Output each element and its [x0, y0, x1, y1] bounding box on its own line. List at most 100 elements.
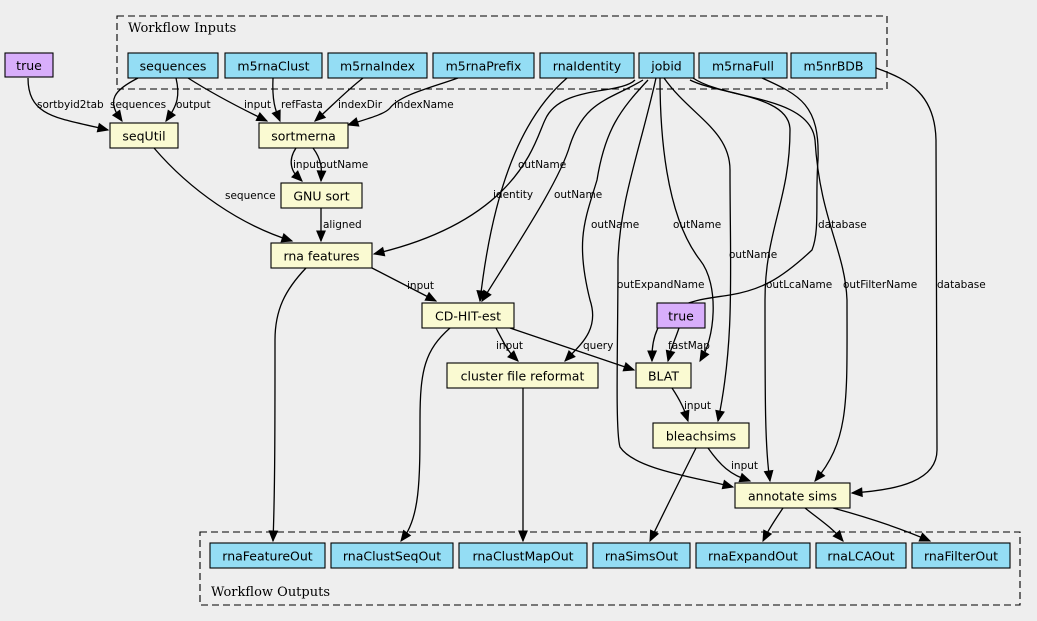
- constant-node-box[interactable]: [656, 302, 706, 329]
- node-rnaClustMapOut[interactable]: rnaClustMapOut: [458, 542, 588, 569]
- arrowhead-icon: [291, 170, 303, 182]
- node-rnafeatures[interactable]: rna features: [270, 242, 373, 269]
- arrowhead-icon: [715, 409, 725, 423]
- cluster-workflow-inputs: Workflow Inputs: [116, 15, 888, 90]
- node-annotate[interactable]: annotate sims: [734, 482, 851, 509]
- node-true1[interactable]: true: [4, 52, 54, 78]
- edge-label: outName: [518, 159, 566, 171]
- arrowhead-icon: [622, 361, 636, 372]
- node-m5nrBDB[interactable]: m5nrBDB: [790, 52, 877, 79]
- edge-line: [564, 79, 649, 362]
- arrowhead-icon: [314, 110, 327, 122]
- edge-label: input: [293, 159, 320, 171]
- step-node-box[interactable]: [446, 362, 599, 389]
- node-blat[interactable]: BLAT: [635, 362, 692, 389]
- step-node-box[interactable]: [109, 122, 179, 149]
- edge-sequences-to-seqUtil: [111, 77, 139, 123]
- output-node-box[interactable]: [592, 542, 691, 569]
- input-node-box[interactable]: [432, 52, 535, 79]
- arrowhead-icon: [814, 469, 826, 483]
- arrowhead-icon: [165, 109, 177, 123]
- edge-line: [373, 79, 636, 255]
- input-node-box[interactable]: [698, 52, 788, 79]
- step-node-box[interactable]: [270, 242, 373, 269]
- node-bleachsims[interactable]: bleachsims: [652, 422, 750, 449]
- arrowhead-icon: [699, 349, 710, 363]
- output-node-box[interactable]: [458, 542, 588, 569]
- step-node-box[interactable]: [258, 122, 349, 149]
- node-label: true: [668, 309, 694, 324]
- edge-label: input: [244, 99, 271, 111]
- output-node-box[interactable]: [209, 542, 326, 569]
- edge-m5rnaClust-to-sortmerna: [271, 77, 281, 123]
- node-rnaIdentity[interactable]: rnaIdentity: [539, 52, 635, 79]
- node-jobid[interactable]: jobid: [638, 52, 695, 79]
- arrowhead-icon: [346, 117, 360, 127]
- node-label: jobid: [650, 59, 681, 74]
- output-node-box[interactable]: [695, 542, 811, 569]
- edge-label: aligned: [323, 219, 362, 231]
- node-rnaSimsOut[interactable]: rnaSimsOut: [592, 542, 691, 569]
- node-label: CD-HIT-est: [435, 309, 501, 324]
- node-sortmerna[interactable]: sortmerna: [258, 122, 349, 149]
- edge-sequences-to-sortmerna: [187, 77, 269, 122]
- edge-rnafeatures-to-rnaFeatureOut: [268, 267, 307, 543]
- step-node-box[interactable]: [734, 482, 851, 509]
- edge-jobid-to-annotate: [692, 77, 848, 483]
- edge-seqUtil-to-rnafeatures: [153, 147, 294, 243]
- node-sequences[interactable]: sequences: [127, 52, 219, 79]
- edge-label: indexDir: [338, 99, 383, 111]
- edge-m5rnaPrefix-to-sortmerna: [346, 77, 459, 127]
- edge-blat-to-bleachsims: [671, 387, 690, 423]
- input-node-box[interactable]: [638, 52, 695, 79]
- arrowhead-icon: [647, 350, 658, 363]
- input-node-box[interactable]: [127, 52, 219, 79]
- arrowhead-icon: [316, 230, 326, 243]
- node-seqUtil[interactable]: seqUtil: [109, 122, 179, 149]
- node-label: rnaSimsOut: [605, 549, 678, 564]
- edge-sortmerna-to-gnusort: [312, 147, 327, 183]
- arrowhead-icon: [372, 246, 386, 257]
- edge-rnafeatures-to-cdhit: [371, 267, 438, 302]
- edge-m5rnaIndex-to-sortmerna: [314, 77, 364, 122]
- edge-true1-to-seqUtil: [27, 77, 110, 133]
- node-m5rnaPrefix[interactable]: m5rnaPrefix: [432, 52, 535, 79]
- node-rnaExpandOut[interactable]: rnaExpandOut: [695, 542, 811, 569]
- step-node-box[interactable]: [635, 362, 692, 389]
- arrowhead-icon: [280, 233, 294, 243]
- step-node-box[interactable]: [280, 182, 363, 209]
- node-reformat[interactable]: cluster file reformat: [446, 362, 599, 389]
- output-node-box[interactable]: [815, 542, 907, 569]
- input-node-box[interactable]: [327, 52, 428, 79]
- node-label: rnaClustMapOut: [472, 549, 573, 564]
- node-rnaFeatureOut[interactable]: rnaFeatureOut: [209, 542, 326, 569]
- output-node-box[interactable]: [330, 542, 454, 569]
- step-node-box[interactable]: [421, 302, 515, 329]
- node-gnusort[interactable]: GNU sort: [280, 182, 363, 209]
- edge-line: [509, 327, 635, 371]
- input-node-box[interactable]: [790, 52, 877, 79]
- edge-jobid-to-blat: [659, 77, 714, 363]
- edge-line: [689, 79, 791, 482]
- edge-line: [481, 79, 644, 302]
- node-label: BLAT: [648, 369, 679, 384]
- node-cdhit[interactable]: CD-HIT-est: [421, 302, 515, 329]
- edge-jobid-to-rnafeatures: [372, 79, 636, 257]
- input-node-box[interactable]: [224, 52, 323, 79]
- node-rnaLCAOut[interactable]: rnaLCAOut: [815, 542, 907, 569]
- arrowhead-icon: [721, 479, 735, 490]
- node-m5rnaFull[interactable]: m5rnaFull: [698, 52, 788, 79]
- node-rnaClustSeqOut[interactable]: rnaClustSeqOut: [330, 542, 454, 569]
- constant-node-box[interactable]: [4, 52, 54, 78]
- input-node-box[interactable]: [539, 52, 635, 79]
- node-rnaFilterOut[interactable]: rnaFilterOut: [911, 542, 1011, 569]
- node-true2[interactable]: true: [656, 302, 706, 329]
- output-node-box[interactable]: [911, 542, 1011, 569]
- node-m5rnaClust[interactable]: m5rnaClust: [224, 52, 323, 79]
- node-m5rnaIndex[interactable]: m5rnaIndex: [327, 52, 428, 79]
- edge-label: input: [407, 280, 434, 292]
- arrowhead-icon: [96, 122, 110, 133]
- step-node-box[interactable]: [652, 422, 750, 449]
- node-label: m5rnaClust: [237, 59, 309, 74]
